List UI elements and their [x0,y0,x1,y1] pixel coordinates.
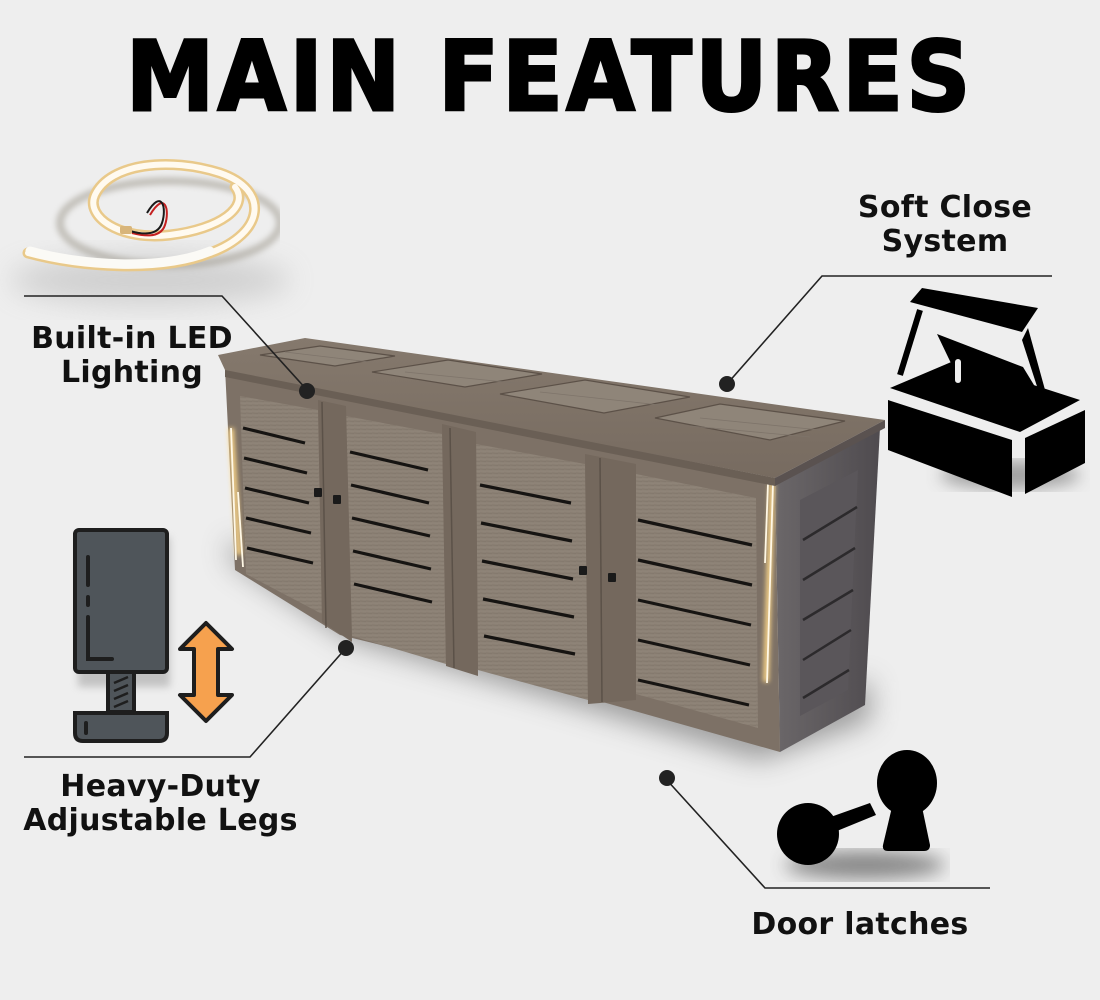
feature-label-line: Built-in LED [31,321,233,356]
feature-label-line: Heavy-Duty [60,769,261,804]
feature-label-line: Lighting [60,355,204,390]
cabinet-side [775,428,880,752]
door-handle-icons [314,488,616,582]
cabinet-lid [218,338,885,486]
led-strip-left [228,427,244,568]
feature-label-soft-close: Soft Close System [845,191,1045,259]
feature-label-line: System [881,224,1009,259]
up-down-arrow-icon [178,621,234,723]
callout-lines [24,275,1052,889]
adjustable-leg-icon [73,528,234,743]
feature-label-door-latches: Door latches [740,908,980,942]
feature-label-led-lighting: Built-in LED Lighting [22,322,242,390]
keyhole-latch-icon [777,750,945,879]
cabinet-front [225,368,780,752]
feature-label-line: Door latches [751,907,969,942]
led-strip-icon [22,159,280,272]
page-title: MAIN FEATURES [125,21,974,134]
feature-label-line: Soft Close [857,190,1033,225]
feature-label-adjustable-legs: Heavy-Duty Adjustable Legs [18,770,303,838]
led-strip-right [763,482,775,684]
feature-label-line: Adjustable Legs [23,803,298,838]
callout-dots [299,376,735,786]
open-box-lid-icon [888,288,1085,497]
